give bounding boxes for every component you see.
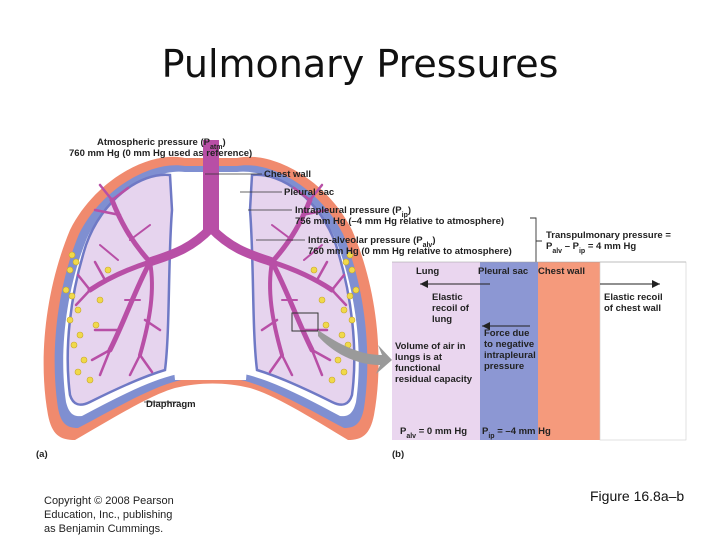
elastic-recoil-chest-line-2: of chest wall: [604, 303, 661, 314]
panel-a-labels: Atmospheric pressure (Patm) 760 mm Hg (0…: [36, 137, 512, 460]
elastic-recoil-lung-line-3: lung: [432, 314, 452, 325]
chest-wall-label: Chest wall: [264, 169, 311, 180]
slide-title: Pulmonary Pressures: [161, 42, 559, 86]
bronchial-tree: [74, 183, 348, 377]
force-due-line-4: pressure: [484, 361, 524, 372]
panel-b: Transpulmonary pressure = Palv – Pip = 4…: [392, 217, 687, 460]
svg-text:Palv = 0 mm Hg: Palv = 0 mm Hg: [400, 426, 467, 440]
copyright-notice: Copyright © 2008 Pearson Education, Inc.…: [44, 495, 174, 535]
diaphragm-label: Diaphragm: [146, 399, 196, 410]
panel-a-label: (a): [36, 449, 48, 460]
volume-of-air-line-2: lungs is at: [395, 352, 443, 363]
force-due-line-2: to negative: [484, 339, 534, 350]
transpulmonary-pressure-label: Transpulmonary pressure =: [546, 230, 671, 241]
panel-b-label: (b): [392, 449, 404, 460]
lung-region: [392, 262, 480, 440]
volume-of-air-line-4: residual capacity: [395, 374, 473, 385]
chest-wall-column-header: Chest wall: [538, 266, 585, 277]
atmospheric-pressure-value: 760 mm Hg (0 mm Hg used as reference): [69, 148, 252, 159]
pleural-sac-label: Pleural sac: [284, 187, 334, 198]
intraalveolar-pressure-value: 760 mm Hg (0 mm Hg relative to atmospher…: [308, 246, 512, 257]
lung-column-header: Lung: [416, 266, 439, 277]
pleural-sac-column-header: Pleural sac: [478, 266, 528, 277]
elastic-recoil-chest-line-1: Elastic recoil: [604, 292, 663, 303]
atmospheric-pressure-label: Atmospheric pressure (P: [97, 137, 211, 148]
palv-value: = 0 mm Hg: [416, 426, 467, 437]
right-lung: [248, 173, 356, 406]
chest-wall-region: [538, 262, 600, 440]
zoom-arrow: [318, 330, 392, 374]
svg-text:Intra-alveolar pressure (Palv): Intra-alveolar pressure (Palv): [308, 235, 435, 249]
svg-text:Palv – Pip = 4 mm Hg: Palv – Pip = 4 mm Hg: [546, 241, 636, 255]
volume-of-air-line-1: Volume of air in: [395, 341, 466, 352]
lungs-illustration: [43, 140, 392, 440]
elastic-recoil-lung-line-2: recoil of: [432, 303, 470, 314]
transpulmonary-pressure-value: = 4 mm Hg: [585, 241, 636, 252]
volume-of-air-line-3: functional: [395, 363, 440, 374]
force-due-line-3: intrapleural: [484, 350, 536, 361]
alveoli: [62, 251, 360, 384]
pip-value: = –4 mm Hg: [495, 426, 551, 437]
intrapleural-pressure-label: Intrapleural pressure (P: [295, 205, 402, 216]
svg-text:Atmospheric pressure (Patm): Atmospheric pressure (Patm): [97, 137, 226, 151]
force-due-line-1: Force due: [484, 328, 529, 339]
zoom-region-box: [291, 312, 319, 332]
svg-text:Intrapleural pressure (Pip): Intrapleural pressure (Pip): [295, 205, 411, 219]
figure-reference: Figure 16.8a–b: [590, 488, 685, 504]
intraalveolar-pressure-label: Intra-alveolar pressure (P: [308, 235, 423, 246]
trachea: [203, 140, 219, 232]
intrapleural-pressure-value: 756 mm Hg (–4 mm Hg relative to atmosphe…: [295, 216, 504, 227]
elastic-recoil-lung-line-1: Elastic: [432, 292, 463, 303]
pleural-sac-region: [480, 262, 538, 440]
svg-text:Pip = –4 mm Hg: Pip = –4 mm Hg: [482, 426, 551, 440]
left-lung: [66, 173, 174, 406]
